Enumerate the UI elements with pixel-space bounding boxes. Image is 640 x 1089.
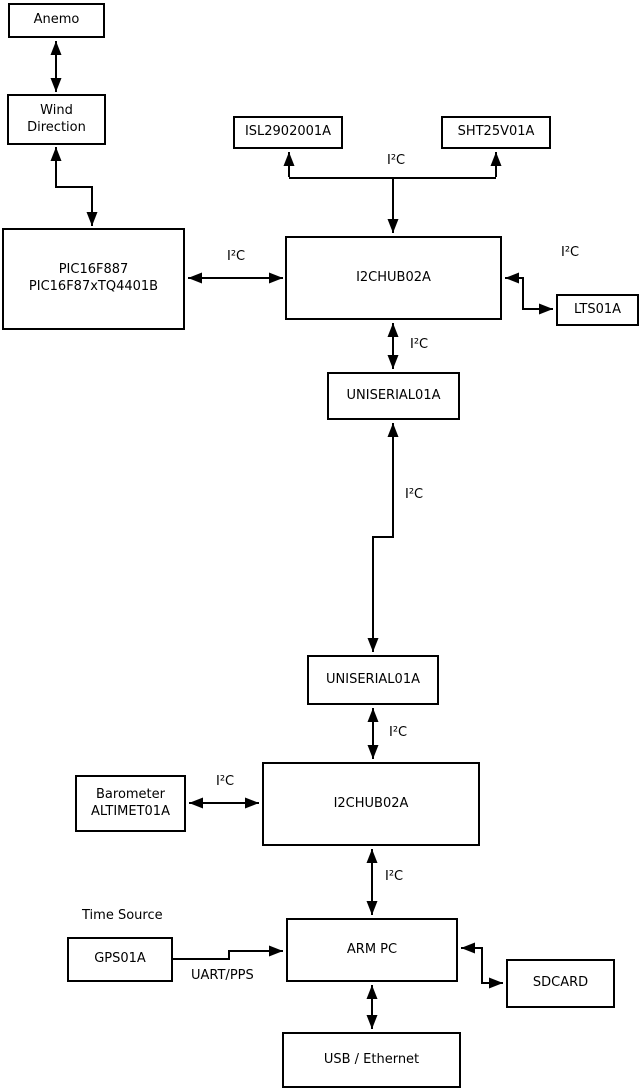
node-barometer-altimet01a: Barometer ALTIMET01A [75,775,186,832]
node-i2chub02a-bottom: I2CHUB02A [262,762,480,846]
edge-label-i2c-hub-lts: I²C [561,245,580,260]
node-uniserial01a-bottom: UNISERIAL01A [307,655,439,705]
edge-label-i2c-uniserial-link: I²C [405,487,424,502]
edge-label-i2c-hub-uniserial: I²C [410,337,429,352]
node-lts01a: LTS01A [556,294,639,326]
node-isl2902001a: ISL2902001A [233,116,343,149]
node-arm-pc: ARM PC [286,918,458,982]
edge-label-uart-pps: UART/PPS [191,968,254,983]
label-time-source: Time Source [82,908,163,923]
node-i2chub02a-top: I2CHUB02A [285,236,502,320]
node-sht25v01a: SHT25V01A [441,116,551,149]
node-uniserial01a-top: UNISERIAL01A [327,372,460,420]
node-usb-ethernet: USB / Ethernet [282,1032,461,1088]
node-gps01a: GPS01A [67,937,173,982]
node-wind-direction: Wind Direction [7,94,106,145]
edge-label-i2c-uniserial-hub2: I²C [389,725,408,740]
node-sdcard: SDCARD [506,959,615,1008]
node-anemo: Anemo [8,3,105,38]
edge-label-i2c-barometer: I²C [216,774,235,789]
node-pic16f887: PIC16F887 PIC16F87xTQ4401B [2,228,185,330]
edge-label-i2c-sensors: I²C [387,153,406,168]
edge-label-i2c-hub2-armpc: I²C [385,869,404,884]
edge-label-i2c-pic-hub: I²C [227,249,246,264]
